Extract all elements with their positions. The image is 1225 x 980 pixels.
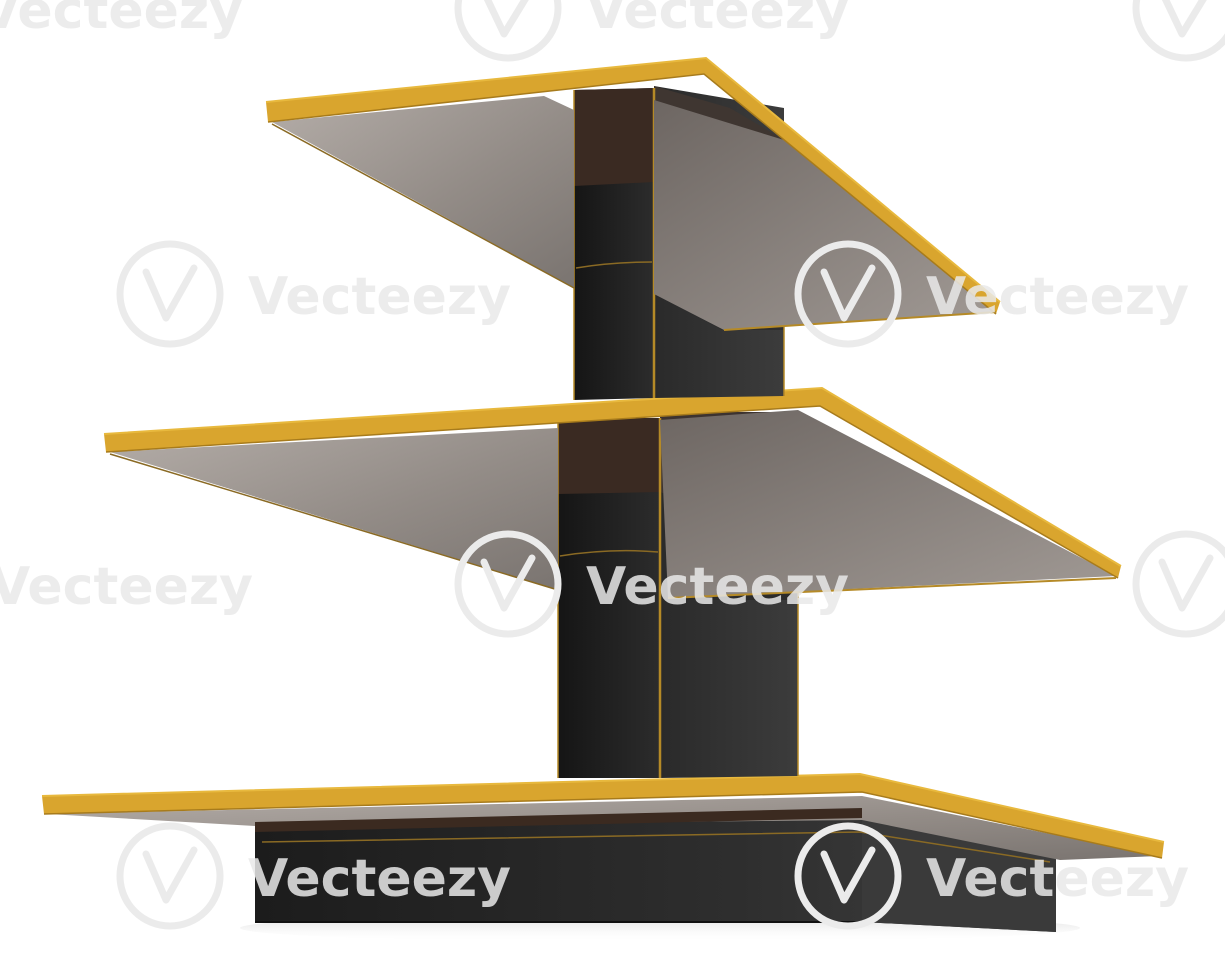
watermark-mark: Vecteezy <box>0 557 253 617</box>
watermark-text: Vecteezy <box>586 0 849 41</box>
watermark-text: Vecteezy <box>248 849 511 909</box>
watermark-mark: Vecteezy <box>116 822 511 930</box>
watermark-text: Vecteezy <box>926 849 1189 909</box>
watermark-text: Vecteezy <box>0 0 243 41</box>
watermark-layer: Vecteezy Vecteezy Vecteezy Vecteezy <box>0 0 1225 930</box>
watermark-mark <box>1132 0 1225 62</box>
watermark-text: Vecteezy <box>0 557 253 617</box>
watermark-mark: Vecteezy <box>454 530 849 638</box>
watermark-mark: Vecteezy <box>116 240 511 348</box>
watermark-text: Vecteezy <box>248 267 511 327</box>
watermark-mark <box>1132 530 1225 638</box>
top-shelf <box>265 56 1001 331</box>
watermark-text: Vecteezy <box>926 267 1189 327</box>
watermark-mark: Vecteezy <box>0 0 243 41</box>
watermark-mark: Vecteezy <box>794 822 1189 930</box>
watermark-mark: Vecteezy <box>794 240 1189 348</box>
watermark-mark: Vecteezy <box>454 0 849 62</box>
middle-shelf <box>103 386 1122 599</box>
watermark-text: Vecteezy <box>586 557 849 617</box>
bottom-shelf <box>41 772 1165 860</box>
